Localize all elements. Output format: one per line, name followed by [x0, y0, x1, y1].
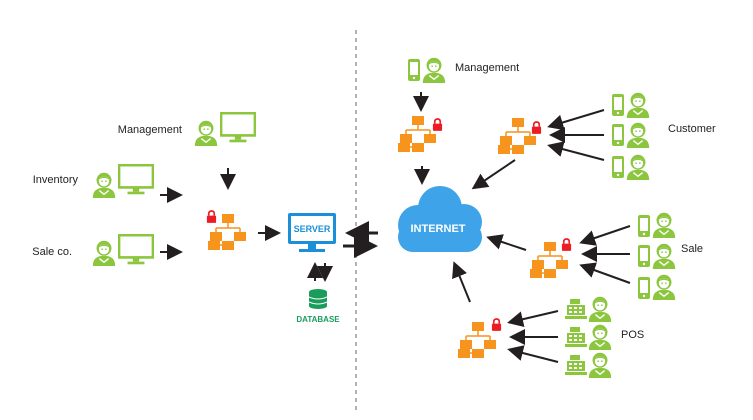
server-icon [288, 213, 336, 252]
phone-icon [612, 124, 624, 146]
cash-register-icon [565, 327, 587, 347]
person-icon [652, 212, 676, 238]
monitor-icon [220, 112, 256, 144]
person-icon [92, 172, 116, 198]
arrow-icon [507, 310, 559, 328]
monitor-icon [118, 164, 154, 196]
arrow-icon [547, 141, 605, 161]
arrow-icon [471, 159, 516, 190]
arrow-icon [579, 262, 631, 284]
lock-icon [432, 118, 443, 131]
left-sale-label: Sale co. [32, 246, 72, 258]
left-inventory-group [92, 164, 154, 198]
left-inventory-label: Inventory [32, 174, 78, 186]
left-management-group [194, 112, 256, 146]
lock-icon [561, 238, 572, 251]
sale-label: Sale [681, 243, 704, 255]
phone-icon [408, 59, 420, 81]
person-icon [194, 120, 218, 146]
person-icon [626, 92, 650, 118]
lock-icon [206, 210, 217, 223]
person-icon [626, 154, 650, 180]
person-icon [92, 240, 116, 266]
internet-label: INTERNET [411, 223, 466, 235]
database-icon [308, 289, 328, 309]
database-label: DATABASE [296, 315, 340, 324]
arrow-icon [547, 109, 605, 131]
pos-label: POS [621, 329, 645, 341]
person-icon [422, 57, 446, 83]
person-icon [652, 274, 676, 300]
right-top-hub-icon [398, 116, 437, 152]
customer-hub-icon [498, 118, 537, 154]
pos-group [565, 296, 612, 378]
person-icon [588, 352, 612, 378]
person-icon [626, 122, 650, 148]
phone-icon [612, 156, 624, 178]
lock-icon [531, 121, 542, 134]
arrow-icon [579, 225, 631, 246]
monitor-icon [118, 234, 154, 266]
arrow-icon [507, 345, 559, 363]
arrow-icon [452, 261, 471, 303]
internet-cloud-icon [398, 186, 482, 252]
left-management-label: Management [117, 124, 182, 136]
sale-group [638, 212, 676, 300]
person-icon [588, 324, 612, 350]
cash-register-icon [565, 299, 587, 319]
customer-label: Customer [668, 123, 716, 135]
person-icon [652, 243, 676, 269]
arrow-icon [486, 234, 527, 251]
right-management-group [408, 57, 446, 83]
cash-register-icon [565, 355, 587, 375]
person-icon [588, 296, 612, 322]
left-sale-group [92, 234, 154, 266]
lock-icon [491, 318, 502, 331]
right-management-label: Management [455, 62, 520, 74]
phone-icon [638, 277, 650, 299]
customer-group [612, 92, 650, 180]
phone-icon [612, 94, 624, 116]
phone-icon [638, 215, 650, 237]
phone-icon [638, 245, 650, 267]
server-label: SERVER [294, 224, 331, 234]
pos-hub-icon [458, 322, 497, 358]
